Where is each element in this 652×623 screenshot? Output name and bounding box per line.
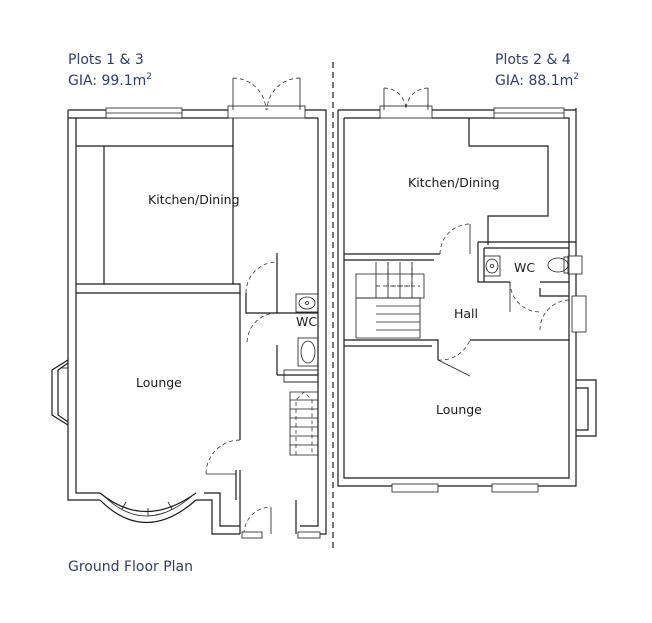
left-wc-fixtures	[295, 293, 319, 367]
right-wc-door-swing	[509, 281, 541, 313]
left-unit-walls	[67, 109, 327, 535]
right-lounge-window-2	[491, 483, 539, 493]
left-front-door-swing	[243, 506, 272, 535]
left-lounge-door-swing	[205, 439, 241, 475]
left-kitchen-label: Kitchen/Dining	[148, 192, 240, 207]
left-plots-title: Plots 1 & 3	[68, 52, 144, 68]
left-side-bay	[51, 359, 69, 426]
right-front-door-swing	[539, 299, 570, 331]
right-lounge-door-swing	[437, 339, 471, 361]
right-kitchen-label: Kitchen/Dining	[408, 175, 500, 190]
left-wc-door-swing	[246, 312, 278, 344]
right-plots-title: Plots 2 & 4	[495, 52, 571, 68]
right-plots-gia: GIA: 88.1m2	[495, 72, 579, 89]
left-french-doors	[227, 77, 306, 119]
left-wc-label: WC	[296, 314, 317, 329]
left-bay-window	[99, 492, 197, 523]
left-lounge-label: Lounge	[136, 375, 182, 390]
right-wc-window	[567, 255, 583, 275]
right-wc-label: WC	[514, 260, 535, 275]
right-unit-walls	[337, 108, 577, 487]
right-side-bay	[576, 379, 597, 437]
left-kitchen-door-swing	[245, 261, 278, 294]
plan-caption: Ground Floor Plan	[68, 559, 193, 575]
right-french-doors	[379, 87, 433, 119]
right-lounge-label: Lounge	[436, 402, 482, 417]
right-staircase	[355, 262, 425, 339]
right-front-door-frame	[571, 295, 587, 333]
right-wc-fixtures	[483, 255, 570, 277]
right-kitchen-door-swing	[439, 223, 471, 255]
right-lounge-window-1	[391, 483, 439, 493]
right-hall-label: Hall	[454, 306, 478, 321]
left-plots-gia: GIA: 99.1m2	[68, 72, 152, 89]
left-staircase	[283, 369, 319, 456]
